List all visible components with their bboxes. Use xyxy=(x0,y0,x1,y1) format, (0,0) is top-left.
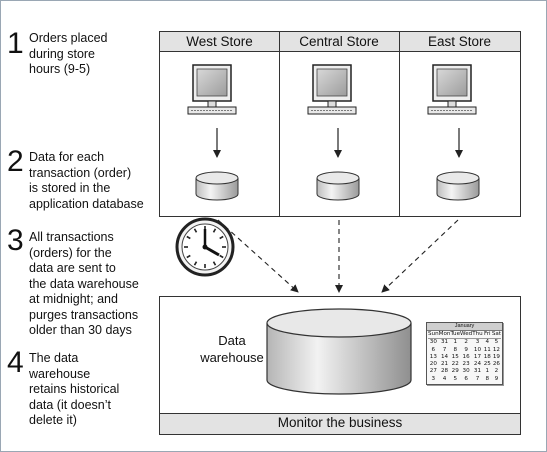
calendar-day: 12 xyxy=(492,346,500,353)
step-number: 1 xyxy=(7,27,24,60)
step-text: All transactions (orders) for the data a… xyxy=(29,230,139,337)
calendar-day: 9 xyxy=(464,346,468,353)
calendar-day: 31 xyxy=(440,339,449,346)
calendar-day: 31 xyxy=(473,368,482,375)
calendar-weekday: Thu xyxy=(472,331,483,340)
calendar-day: 5 xyxy=(453,375,458,382)
column-divider xyxy=(399,32,400,216)
calendar-day: 13 xyxy=(429,353,437,360)
footer-label: Monitor the business xyxy=(277,415,403,430)
calendar-day: 10 xyxy=(473,346,482,353)
calendar-day: 18 xyxy=(483,353,491,360)
calendar-day: 8 xyxy=(453,346,458,353)
calendar-day: 28 xyxy=(440,368,449,375)
calendar-day: 30 xyxy=(429,339,437,346)
calendar-day: 21 xyxy=(440,361,449,368)
calendar-day: 7 xyxy=(475,375,480,382)
calendar-day: 30 xyxy=(462,368,470,375)
calendar-weekday: Sun xyxy=(428,331,439,340)
step-number: 3 xyxy=(7,224,24,257)
calendar-day: 23 xyxy=(462,361,470,368)
database-icon xyxy=(266,308,412,395)
store-label-east: East Store xyxy=(427,34,492,49)
calendar-day: 3 xyxy=(475,339,480,346)
calendar-day: 29 xyxy=(451,368,459,375)
clock-icon xyxy=(175,217,235,277)
stores-header-bar xyxy=(160,32,520,52)
stores-box: West Store Central Store East Store xyxy=(159,31,521,217)
step-number: 2 xyxy=(7,145,24,178)
calendar-day: 6 xyxy=(431,346,436,353)
calendar-day: 1 xyxy=(485,368,490,375)
calendar-day: 5 xyxy=(494,339,499,346)
calendar-day: 8 xyxy=(485,375,490,382)
calendar-day: 2 xyxy=(464,339,468,346)
calendar-weekday: Wed xyxy=(460,331,473,340)
calendar-month: January xyxy=(427,323,502,331)
calendar-day: 7 xyxy=(442,346,447,353)
step-text: The data warehouse retains historical da… xyxy=(29,351,120,427)
calendar-day: 25 xyxy=(483,361,491,368)
calendar-weekday: Mon xyxy=(438,331,451,340)
column-divider xyxy=(279,32,280,216)
calendar-day: 9 xyxy=(494,375,499,382)
calendar-day: 4 xyxy=(442,375,447,382)
calendar-weekday: Tue xyxy=(450,331,461,340)
calendar-weekday: Sat xyxy=(491,331,501,340)
store-label-central: Central Store xyxy=(299,34,379,49)
calendar-day: 27 xyxy=(429,368,437,375)
footer-bar xyxy=(160,413,520,434)
calendar-day: 11 xyxy=(483,346,491,353)
step-text: Orders placed during store hours (9-5) xyxy=(29,31,108,76)
step-text: Data for each transaction (order) is sto… xyxy=(29,150,144,211)
calendar-day: 14 xyxy=(440,353,449,360)
calendar-day: 16 xyxy=(462,353,470,360)
calendar-day: 6 xyxy=(464,375,468,382)
calendar-weekday: Fri xyxy=(482,331,492,340)
calendar-day: 20 xyxy=(429,361,437,368)
calendar-day: 15 xyxy=(451,353,459,360)
calendar-day: 4 xyxy=(485,339,490,346)
calendar-day: 26 xyxy=(492,361,500,368)
calendar-day: 19 xyxy=(492,353,500,360)
store-label-west: West Store xyxy=(186,34,253,49)
calendar-day: 2 xyxy=(494,368,499,375)
warehouse-label: Data warehouse xyxy=(200,333,264,365)
step-number: 4 xyxy=(7,346,24,379)
calendar-day: 1 xyxy=(453,339,458,346)
calendar-day: 24 xyxy=(473,361,482,368)
calendar-day: 22 xyxy=(451,361,459,368)
calendar-day: 3 xyxy=(431,375,436,382)
calendar-day: 17 xyxy=(473,353,482,360)
